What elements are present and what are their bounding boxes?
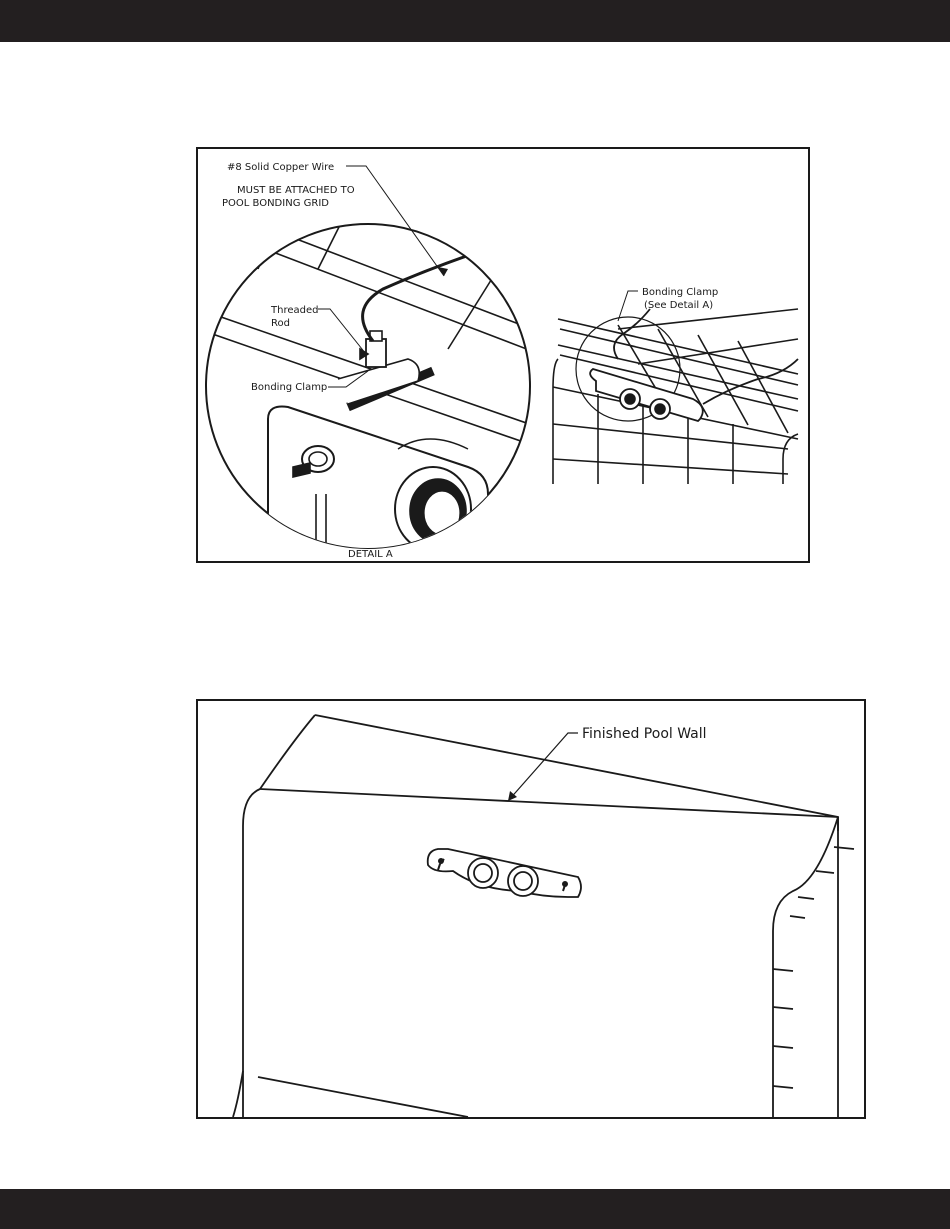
screw-left-icon <box>438 858 444 864</box>
threaded-rod-label-2: Rod <box>271 318 290 329</box>
finished-wall-label: Finished Pool Wall <box>582 726 707 742</box>
bonding-detail-figure: #8 Solid Copper Wire MUST BE ATTACHED TO… <box>196 147 810 563</box>
footer-bar <box>0 1189 950 1229</box>
rebar-cage <box>553 309 798 484</box>
finished-wall-figure: Finished Pool Wall <box>196 699 866 1119</box>
finished-wall-drawing: Finished Pool Wall <box>198 701 864 1117</box>
header-bar <box>0 0 950 42</box>
bonding-detail-drawing: #8 Solid Copper Wire MUST BE ATTACHED TO… <box>198 149 808 561</box>
clamp-ref-line1: Bonding Clamp <box>642 287 718 298</box>
wire-label: #8 Solid Copper Wire <box>227 162 334 173</box>
detail-a-label: DETAIL A <box>348 549 393 560</box>
fitting-plate <box>428 849 581 897</box>
wire-note-line1: MUST BE ATTACHED TO <box>237 185 355 196</box>
clamp-ref-line2: (See Detail A) <box>644 300 713 311</box>
threaded-rod-label-1: Threaded <box>270 305 318 316</box>
wire-note-line2: POOL BONDING GRID <box>222 198 329 209</box>
bonding-clamp-label: Bonding Clamp <box>251 382 327 393</box>
